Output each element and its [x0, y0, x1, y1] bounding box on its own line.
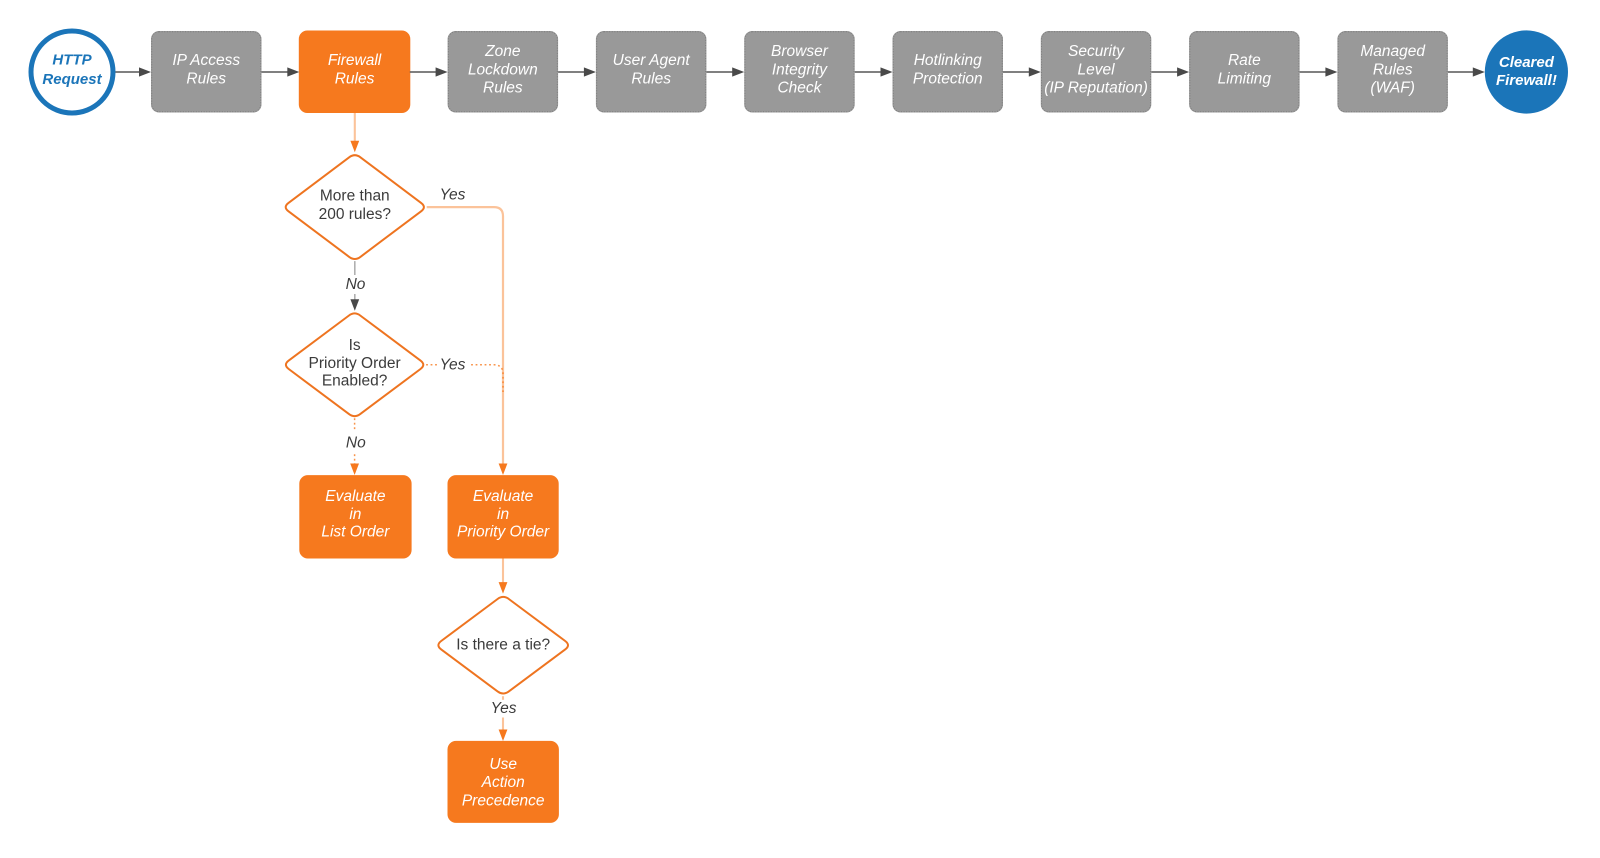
svg-text:HTTP: HTTP: [52, 52, 92, 69]
svg-text:Cleared: Cleared: [1499, 54, 1555, 71]
svg-text:in: in: [497, 506, 509, 523]
svg-text:(IP Reputation): (IP Reputation): [1044, 80, 1148, 97]
svg-text:Evaluate: Evaluate: [325, 488, 386, 505]
svg-text:Evaluate: Evaluate: [473, 488, 534, 505]
svg-text:in: in: [349, 506, 361, 523]
svg-text:Action: Action: [481, 774, 525, 791]
svg-text:IP Access: IP Access: [172, 52, 240, 69]
svg-text:Check: Check: [777, 80, 822, 97]
svg-text:Priority Order: Priority Order: [309, 355, 401, 372]
svg-text:Is there a tie?: Is there a tie?: [456, 637, 550, 654]
svg-text:Rules: Rules: [483, 80, 523, 97]
svg-text:Rules: Rules: [631, 70, 671, 87]
svg-text:Browser: Browser: [771, 43, 829, 60]
svg-text:Rules: Rules: [335, 70, 375, 87]
svg-text:Rules: Rules: [186, 70, 226, 87]
svg-text:Enabled?: Enabled?: [322, 372, 388, 389]
svg-text:Firewall!: Firewall!: [1496, 72, 1557, 89]
svg-text:Priority Order: Priority Order: [457, 524, 550, 541]
svg-text:Hotlinking: Hotlinking: [914, 52, 982, 69]
svg-text:Rules: Rules: [1373, 61, 1413, 78]
svg-text:Request: Request: [42, 71, 102, 88]
svg-text:Is: Is: [349, 337, 361, 354]
svg-text:Precedence: Precedence: [462, 793, 545, 810]
svg-text:No: No: [346, 276, 366, 293]
svg-text:Yes: Yes: [440, 356, 466, 373]
svg-text:Lockdown: Lockdown: [468, 61, 538, 78]
svg-text:Yes: Yes: [440, 187, 466, 204]
svg-text:Limiting: Limiting: [1218, 70, 1272, 87]
svg-text:(WAF): (WAF): [1370, 80, 1414, 97]
svg-text:Use: Use: [489, 756, 517, 773]
svg-text:Rate: Rate: [1228, 52, 1261, 69]
svg-text:Security: Security: [1068, 43, 1125, 60]
svg-text:List Order: List Order: [321, 524, 390, 541]
svg-text:Managed: Managed: [1360, 43, 1426, 60]
svg-text:Firewall: Firewall: [328, 52, 382, 69]
svg-text:Yes: Yes: [491, 700, 517, 717]
svg-text:User Agent: User Agent: [613, 52, 691, 69]
svg-text:200 rules?: 200 rules?: [319, 206, 392, 223]
svg-text:Level: Level: [1078, 61, 1116, 78]
svg-text:More than: More than: [320, 187, 390, 204]
svg-text:Zone: Zone: [484, 43, 521, 60]
svg-text:Integrity: Integrity: [772, 61, 828, 78]
svg-text:No: No: [346, 435, 366, 452]
svg-text:Protection: Protection: [913, 70, 983, 87]
